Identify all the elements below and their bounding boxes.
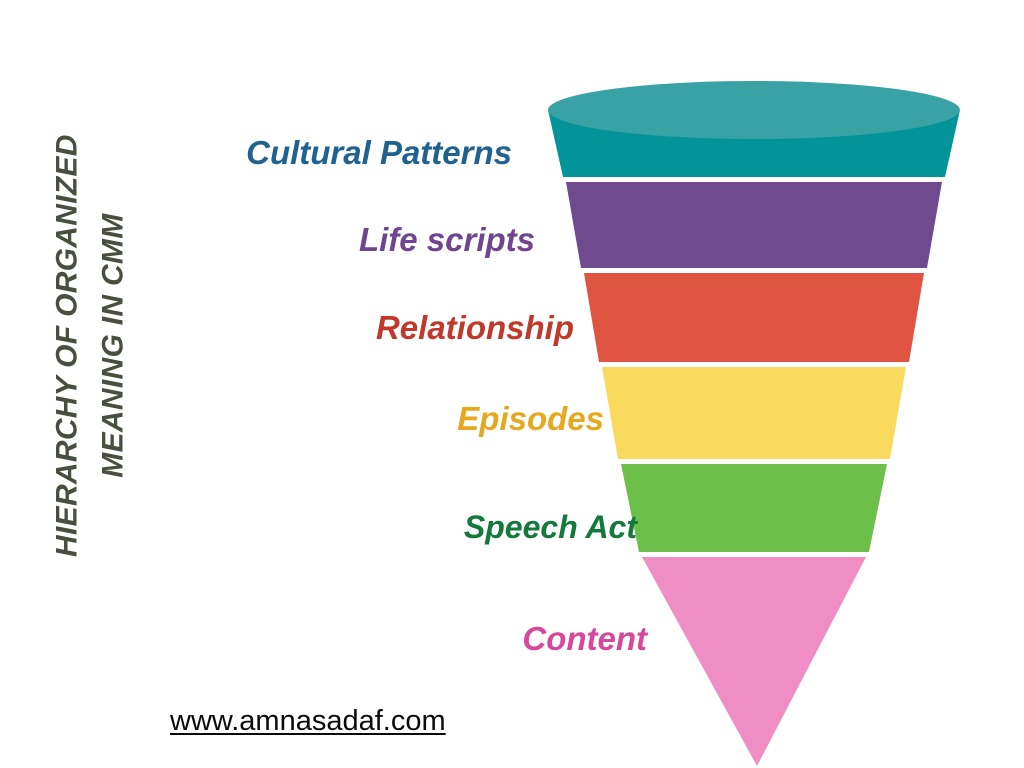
funnel-band-5: [621, 464, 887, 552]
funnel-label-episodes: Episodes: [457, 400, 604, 437]
funnel-segment-relationship[interactable]: [584, 273, 924, 362]
funnel-label-relationship: Relationship: [375, 309, 574, 346]
funnel-top-cap: [548, 81, 960, 139]
funnel-band-6: [642, 557, 866, 766]
funnel-segment-cultural-patterns[interactable]: [548, 81, 960, 177]
funnel-label-content: Content: [522, 620, 647, 657]
funnel-band-3: [584, 273, 924, 362]
funnel-segment-content[interactable]: [642, 557, 866, 766]
funnel-band-2: [566, 182, 942, 268]
funnel-segment-life-scripts[interactable]: [566, 182, 942, 268]
funnel-label-cultural-patterns: Cultural Patterns: [246, 134, 512, 171]
funnel-label-life-scripts: Life scripts: [358, 221, 535, 258]
funnel-band-4: [602, 367, 906, 459]
funnel-label-speech-act: Speech Act: [463, 509, 637, 545]
funnel-segment-episodes[interactable]: [602, 367, 906, 459]
website-url[interactable]: www.amnasadaf.com: [170, 705, 446, 737]
funnel-segment-speech-act[interactable]: [621, 464, 887, 552]
